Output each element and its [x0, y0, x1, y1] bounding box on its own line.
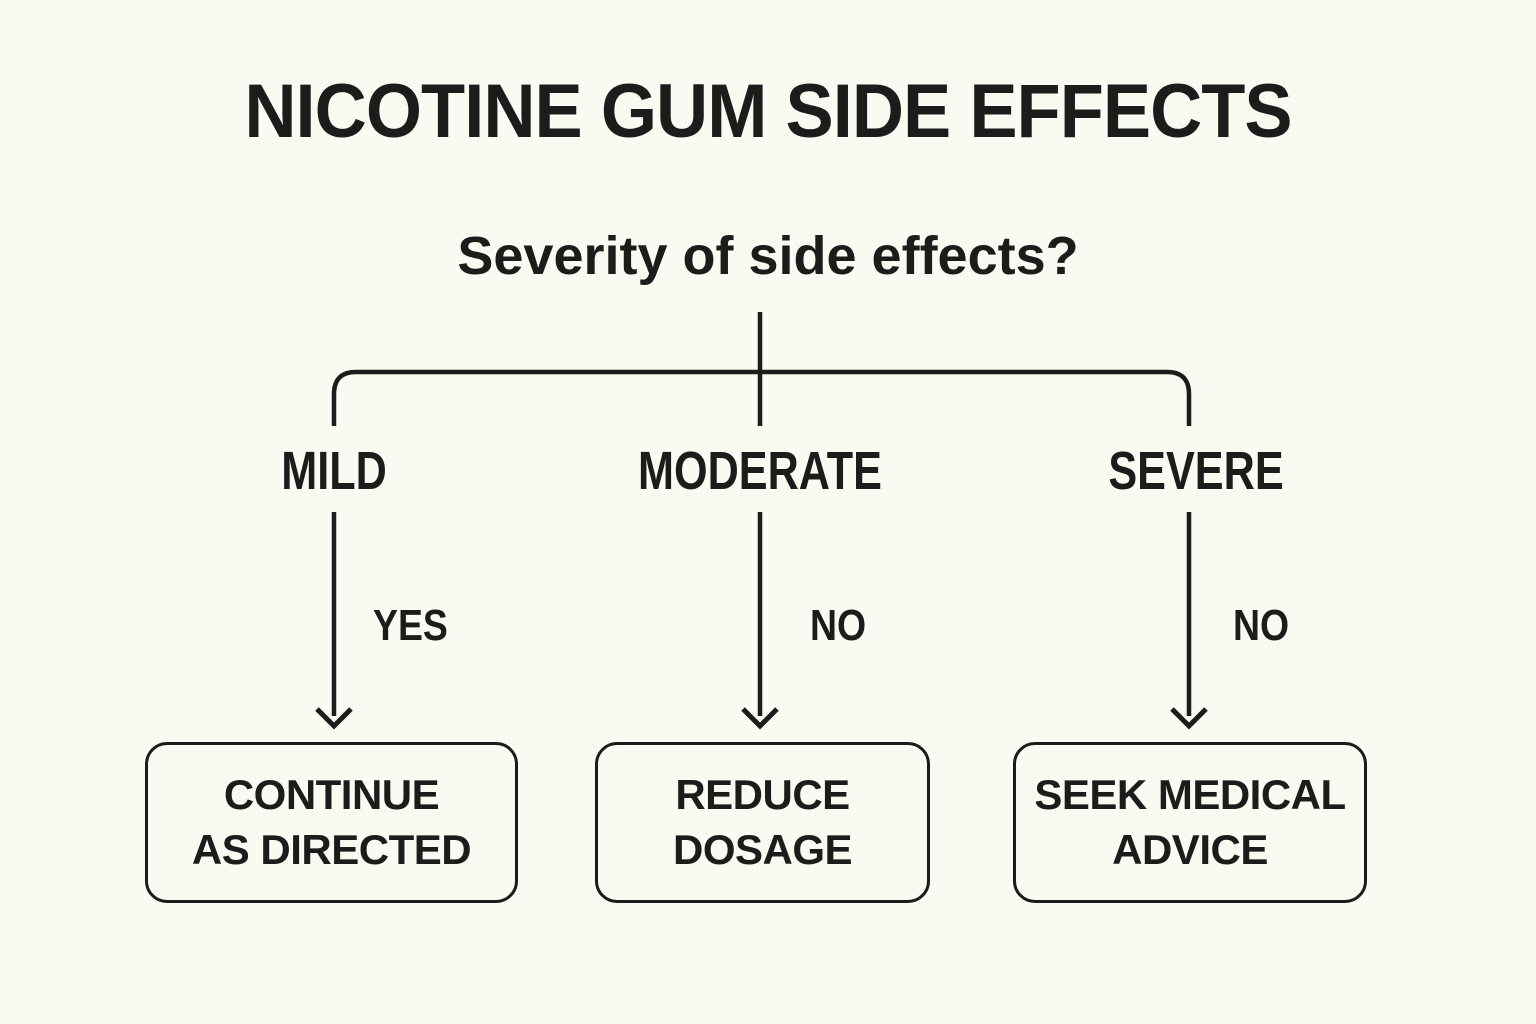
outcome-box-continue-as-directed: CONTINUE AS DIRECTED	[145, 742, 518, 903]
branch-label-moderate: MODERATE	[638, 441, 882, 501]
outcome-text: CONTINUE AS DIRECTED	[191, 768, 472, 877]
outcome-line-2: ADVICE	[1112, 825, 1268, 873]
outcome-line-1: REDUCE	[675, 770, 850, 818]
outcome-line-1: CONTINUE	[223, 770, 440, 818]
outcome-text: REDUCE DOSAGE	[672, 768, 853, 877]
outcome-box-reduce-dosage: REDUCE DOSAGE	[595, 742, 930, 903]
decision-question: Severity of side effects?	[457, 226, 1079, 286]
page-title: NICOTINE GUM SIDE EFFECTS	[244, 69, 1292, 154]
outcome-box-seek-medical-advice: SEEK MEDICAL ADVICE	[1013, 742, 1367, 903]
branch-label-severe: SEVERE	[1108, 441, 1284, 501]
outcome-text: SEEK MEDICAL ADVICE	[1034, 768, 1346, 877]
answer-label-moderate-no: NO	[810, 601, 867, 650]
mild-arrowhead-icon	[315, 707, 353, 730]
answer-label-mild-yes: YES	[373, 601, 448, 650]
branch-label-mild: MILD	[281, 441, 387, 501]
moderate-arrowhead-icon	[741, 707, 779, 730]
outcome-line-2: AS DIRECTED	[191, 825, 472, 873]
severe-arrowhead-icon	[1170, 707, 1208, 730]
answer-label-severe-no: NO	[1233, 601, 1290, 650]
branch-bracket-line	[331, 369, 1192, 426]
outcome-line-2: DOSAGE	[672, 825, 853, 873]
outcome-line-1: SEEK MEDICAL	[1034, 770, 1346, 818]
